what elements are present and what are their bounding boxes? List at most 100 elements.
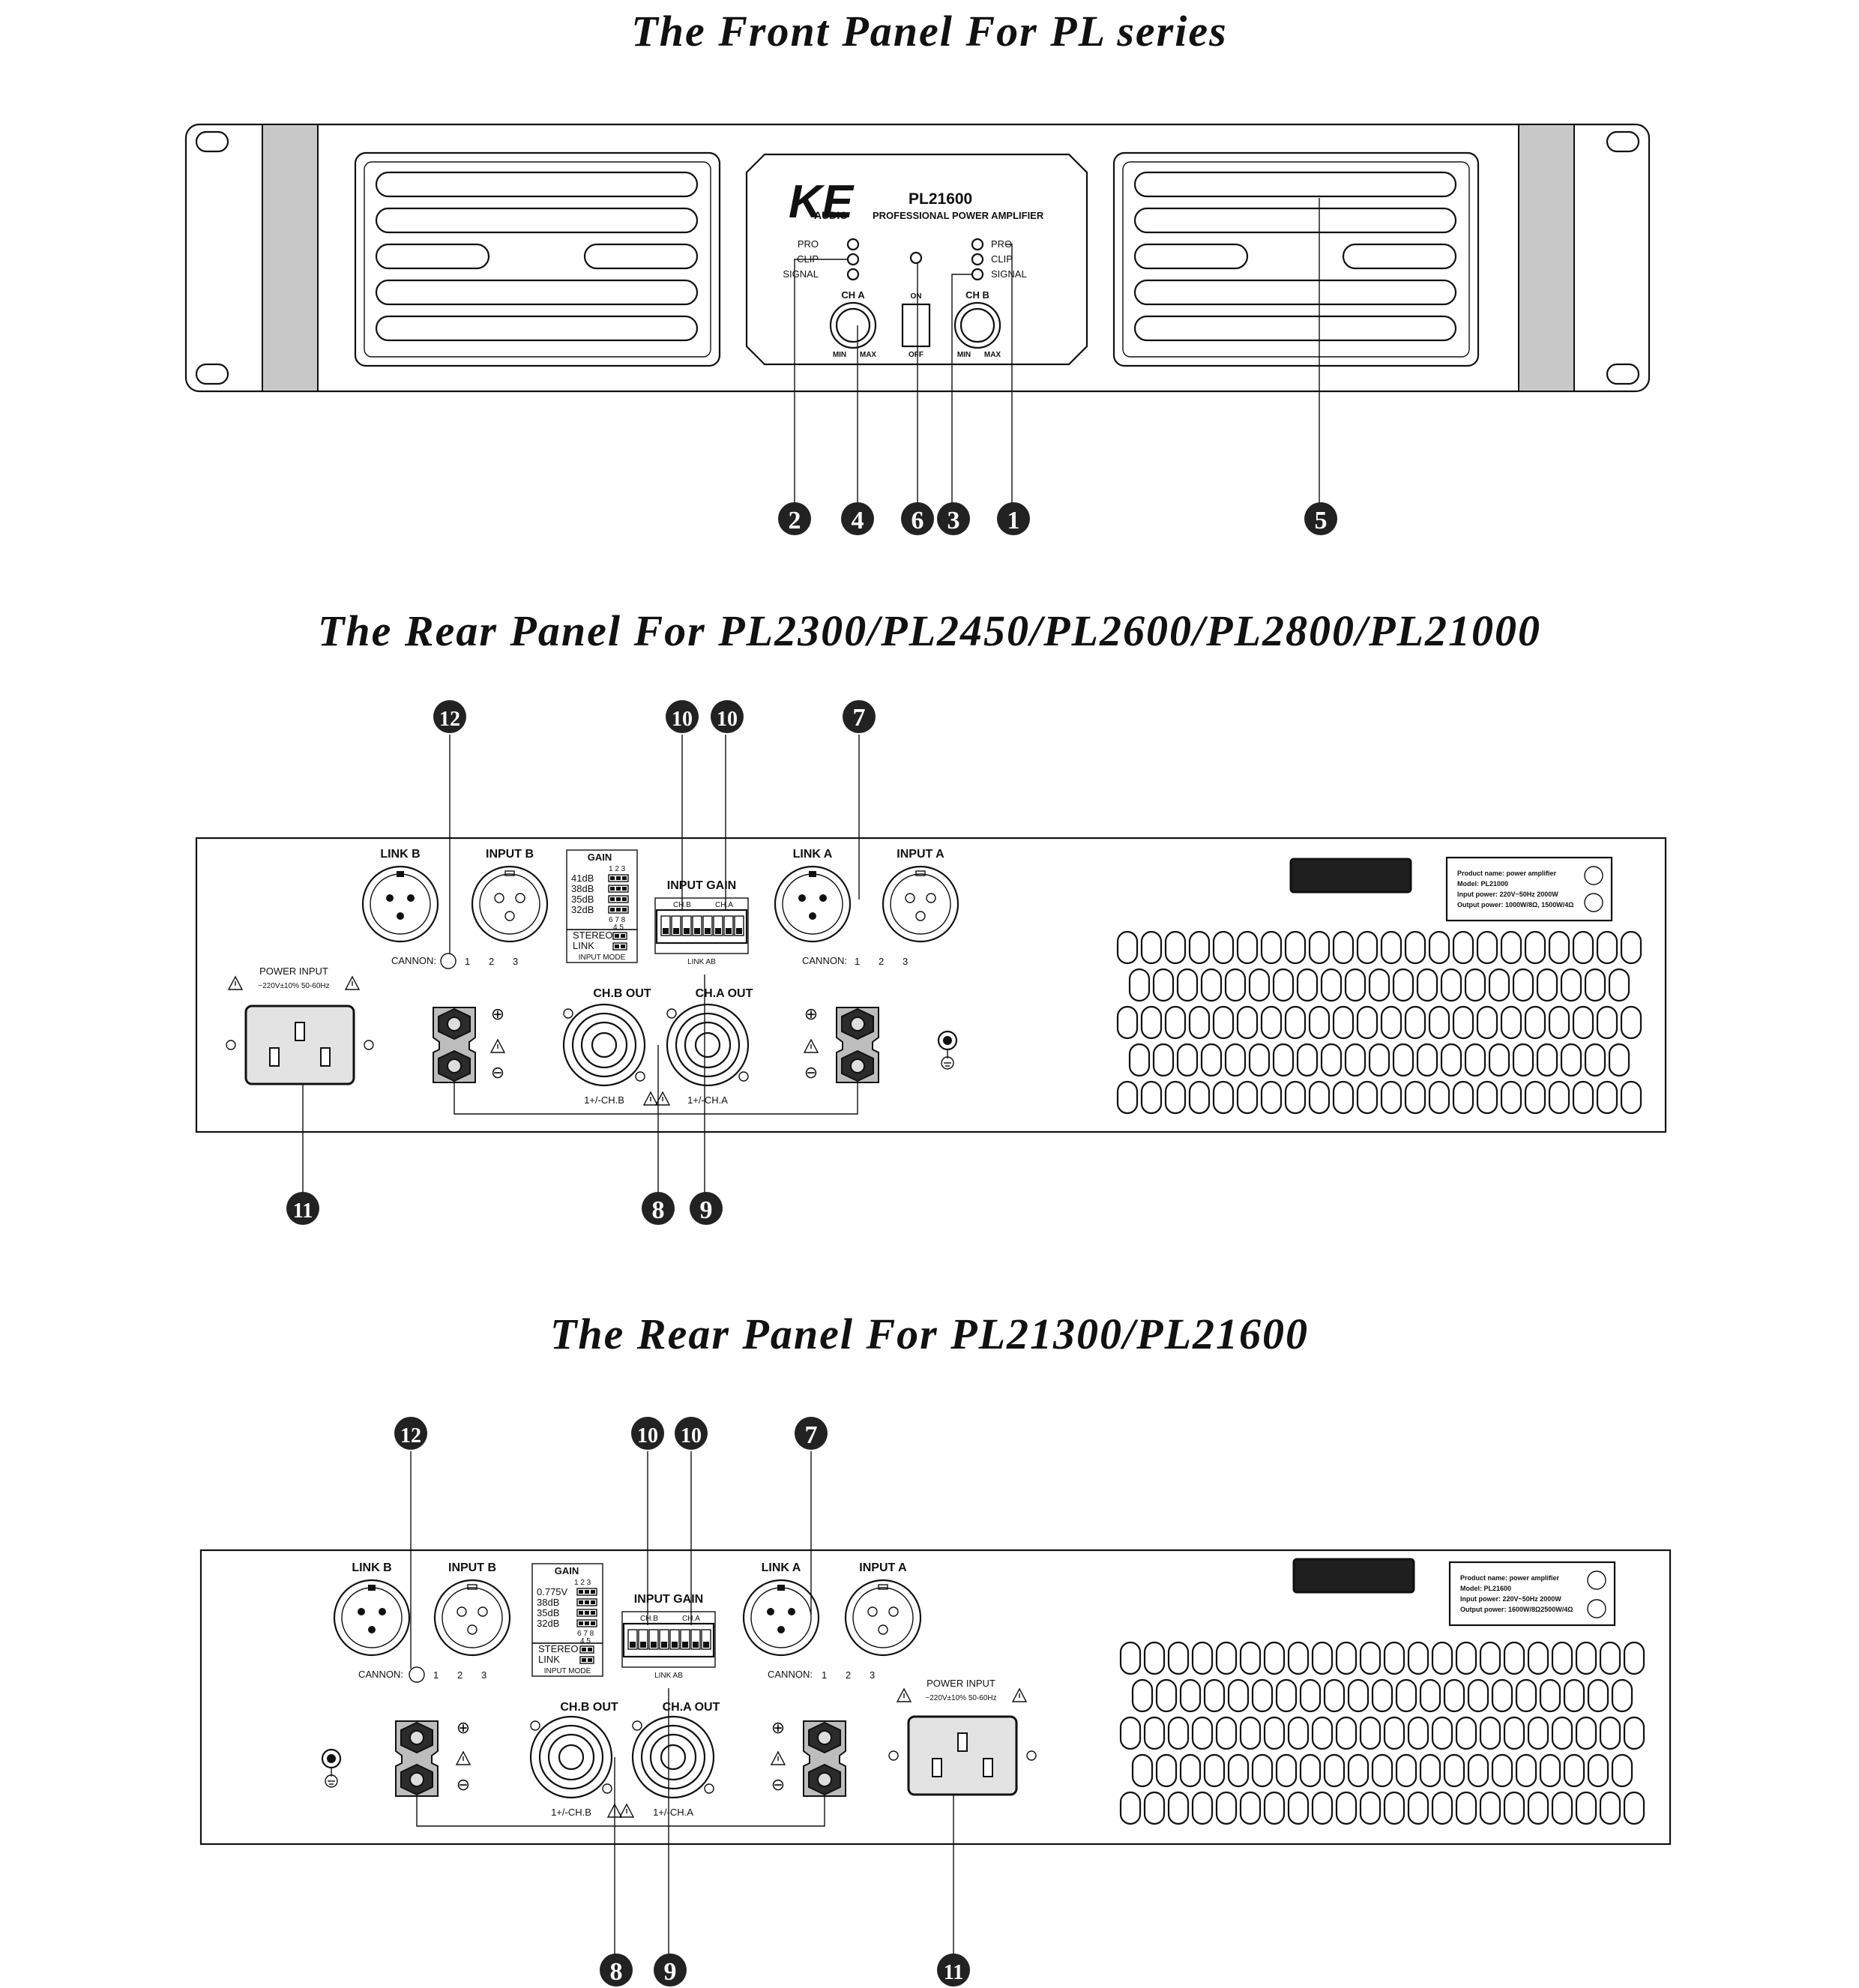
vent-slot (1440, 968, 1462, 1002)
vent-slot (1260, 1080, 1283, 1115)
gain-knob-chb[interactable] (953, 301, 1001, 349)
speakon-cha[interactable] (666, 1003, 750, 1087)
binding-post-chb[interactable] (395, 1720, 439, 1797)
rear2-callouts: 12 10 10 7 8 9 11 (394, 1417, 970, 1987)
link-label: LINK (538, 1654, 560, 1665)
vent-slot (1503, 1791, 1525, 1825)
vent-slot (1224, 1043, 1247, 1077)
vent-slot (1431, 1716, 1453, 1750)
power-inlet[interactable] (225, 1004, 375, 1085)
input-gain-label: INPUT GAIN (634, 1593, 703, 1606)
vent-slot (1404, 1080, 1426, 1115)
link-a-connector[interactable] (774, 865, 852, 943)
plate1-input: Input power: 220V~50Hz 2000W (1457, 891, 1558, 898)
vent-slot (1548, 1005, 1570, 1040)
input-gain-dip-switch[interactable] (655, 909, 748, 945)
vent-slot (1428, 1080, 1450, 1115)
vent-slot (1164, 1080, 1187, 1115)
input-b-connector[interactable] (433, 1579, 511, 1657)
power-switch[interactable] (901, 303, 931, 348)
vent-slot (1467, 1678, 1489, 1713)
callout-9: 9 (700, 1196, 713, 1224)
link-a-connector[interactable] (742, 1579, 820, 1657)
input-mode-label: INPUT MODE (579, 954, 626, 962)
callout-badge (937, 1954, 970, 1987)
speakon-chb[interactable] (562, 1003, 646, 1087)
chb-out-label: CH.B OUT (560, 1701, 618, 1714)
cha-out-label: CH.A OUT (696, 987, 753, 1000)
binding-post-cha[interactable] (803, 1720, 846, 1797)
vent-slot (1227, 1678, 1250, 1713)
pin-b-2: 2 (457, 1669, 463, 1681)
callout-7: 7 (853, 704, 866, 732)
stereo-switch-numbers: 4 5 (613, 924, 624, 932)
vent-slot (1143, 1791, 1166, 1825)
vent-slot (1455, 1641, 1477, 1675)
binding-post-cha[interactable] (836, 1007, 879, 1083)
front-callouts: 2 4 6 3 1 5 (778, 502, 1337, 535)
speakon-chb[interactable] (529, 1715, 613, 1799)
vent-slot (1191, 1641, 1214, 1675)
vent-slot (1431, 1641, 1453, 1675)
input-mode-switch[interactable] (579, 1645, 594, 1654)
switch-off-label: OFF (909, 351, 924, 359)
vent-slot (1380, 1005, 1402, 1040)
vent-slot (1383, 1641, 1405, 1675)
gain-level-3: 35dB (537, 1607, 559, 1618)
knob-min-b: MIN (957, 351, 971, 359)
vent-slot (1407, 1791, 1429, 1825)
vent-slot (1140, 930, 1163, 965)
gain-level-2: 38dB (537, 1597, 559, 1608)
link-b-connector[interactable] (361, 865, 439, 943)
vent-slot (1572, 1080, 1594, 1115)
input-b-label: INPUT B (448, 1561, 496, 1574)
led-label-pro-b: PRO (991, 238, 1012, 250)
vent-slot (1416, 1043, 1438, 1077)
callout-badge (286, 1192, 319, 1225)
vent-slot (1383, 1791, 1405, 1825)
callout-badge (778, 502, 811, 535)
pin-b-1: 1 (433, 1669, 439, 1681)
speakon-cha[interactable] (631, 1715, 715, 1799)
ground-terminal[interactable] (321, 1748, 342, 1789)
vent-slot (1623, 1641, 1645, 1675)
vent-slot (1572, 930, 1594, 965)
binding-post-chb[interactable] (433, 1007, 476, 1083)
cannon-label-a: CANNON: (768, 1669, 813, 1680)
fuse-holder[interactable] (409, 1666, 425, 1683)
brand-logo: KE (789, 176, 855, 228)
vent-slot (1560, 1043, 1582, 1077)
power-led (909, 251, 923, 265)
led-label-pro-a: PRO (798, 238, 819, 250)
link-ab-label: LINK AB (687, 958, 716, 966)
vent-slot (1191, 1716, 1214, 1750)
callout-badge (1304, 502, 1337, 535)
vent-slot (1191, 1791, 1214, 1825)
link-b-connector[interactable] (333, 1579, 411, 1657)
input-a-connector[interactable] (882, 865, 959, 943)
plate2-product: Product name: power amplifier (1460, 1574, 1560, 1582)
link-label: LINK (573, 940, 594, 951)
gain-knob-cha[interactable] (829, 301, 877, 349)
callout-badge (690, 1192, 723, 1225)
vent-slot (1212, 930, 1235, 965)
ground-terminal[interactable] (937, 1030, 958, 1070)
vent-slot (1308, 1005, 1331, 1040)
input-mode-switch[interactable] (612, 932, 627, 940)
fuse-holder[interactable] (440, 953, 457, 969)
vent-slot (1347, 1753, 1370, 1788)
vent-slot (1239, 1641, 1262, 1675)
gain-label: GAIN (588, 852, 612, 863)
vent-slot (1392, 968, 1414, 1002)
callout-8: 8 (652, 1196, 665, 1224)
input-gain-dip-switch[interactable] (622, 1622, 715, 1658)
input-a-connector[interactable] (844, 1579, 922, 1657)
vent-slot (1383, 1716, 1405, 1750)
gain-switch-bottom-numbers: 6 7 8 (577, 1630, 594, 1638)
chb-polarity: 1+/-CH.B (551, 1807, 591, 1818)
vent-slot (1140, 1080, 1163, 1115)
vent-slot (1131, 1678, 1154, 1713)
link-a-label: LINK A (793, 848, 833, 861)
power-inlet[interactable] (888, 1715, 1037, 1796)
input-b-connector[interactable] (471, 865, 549, 943)
